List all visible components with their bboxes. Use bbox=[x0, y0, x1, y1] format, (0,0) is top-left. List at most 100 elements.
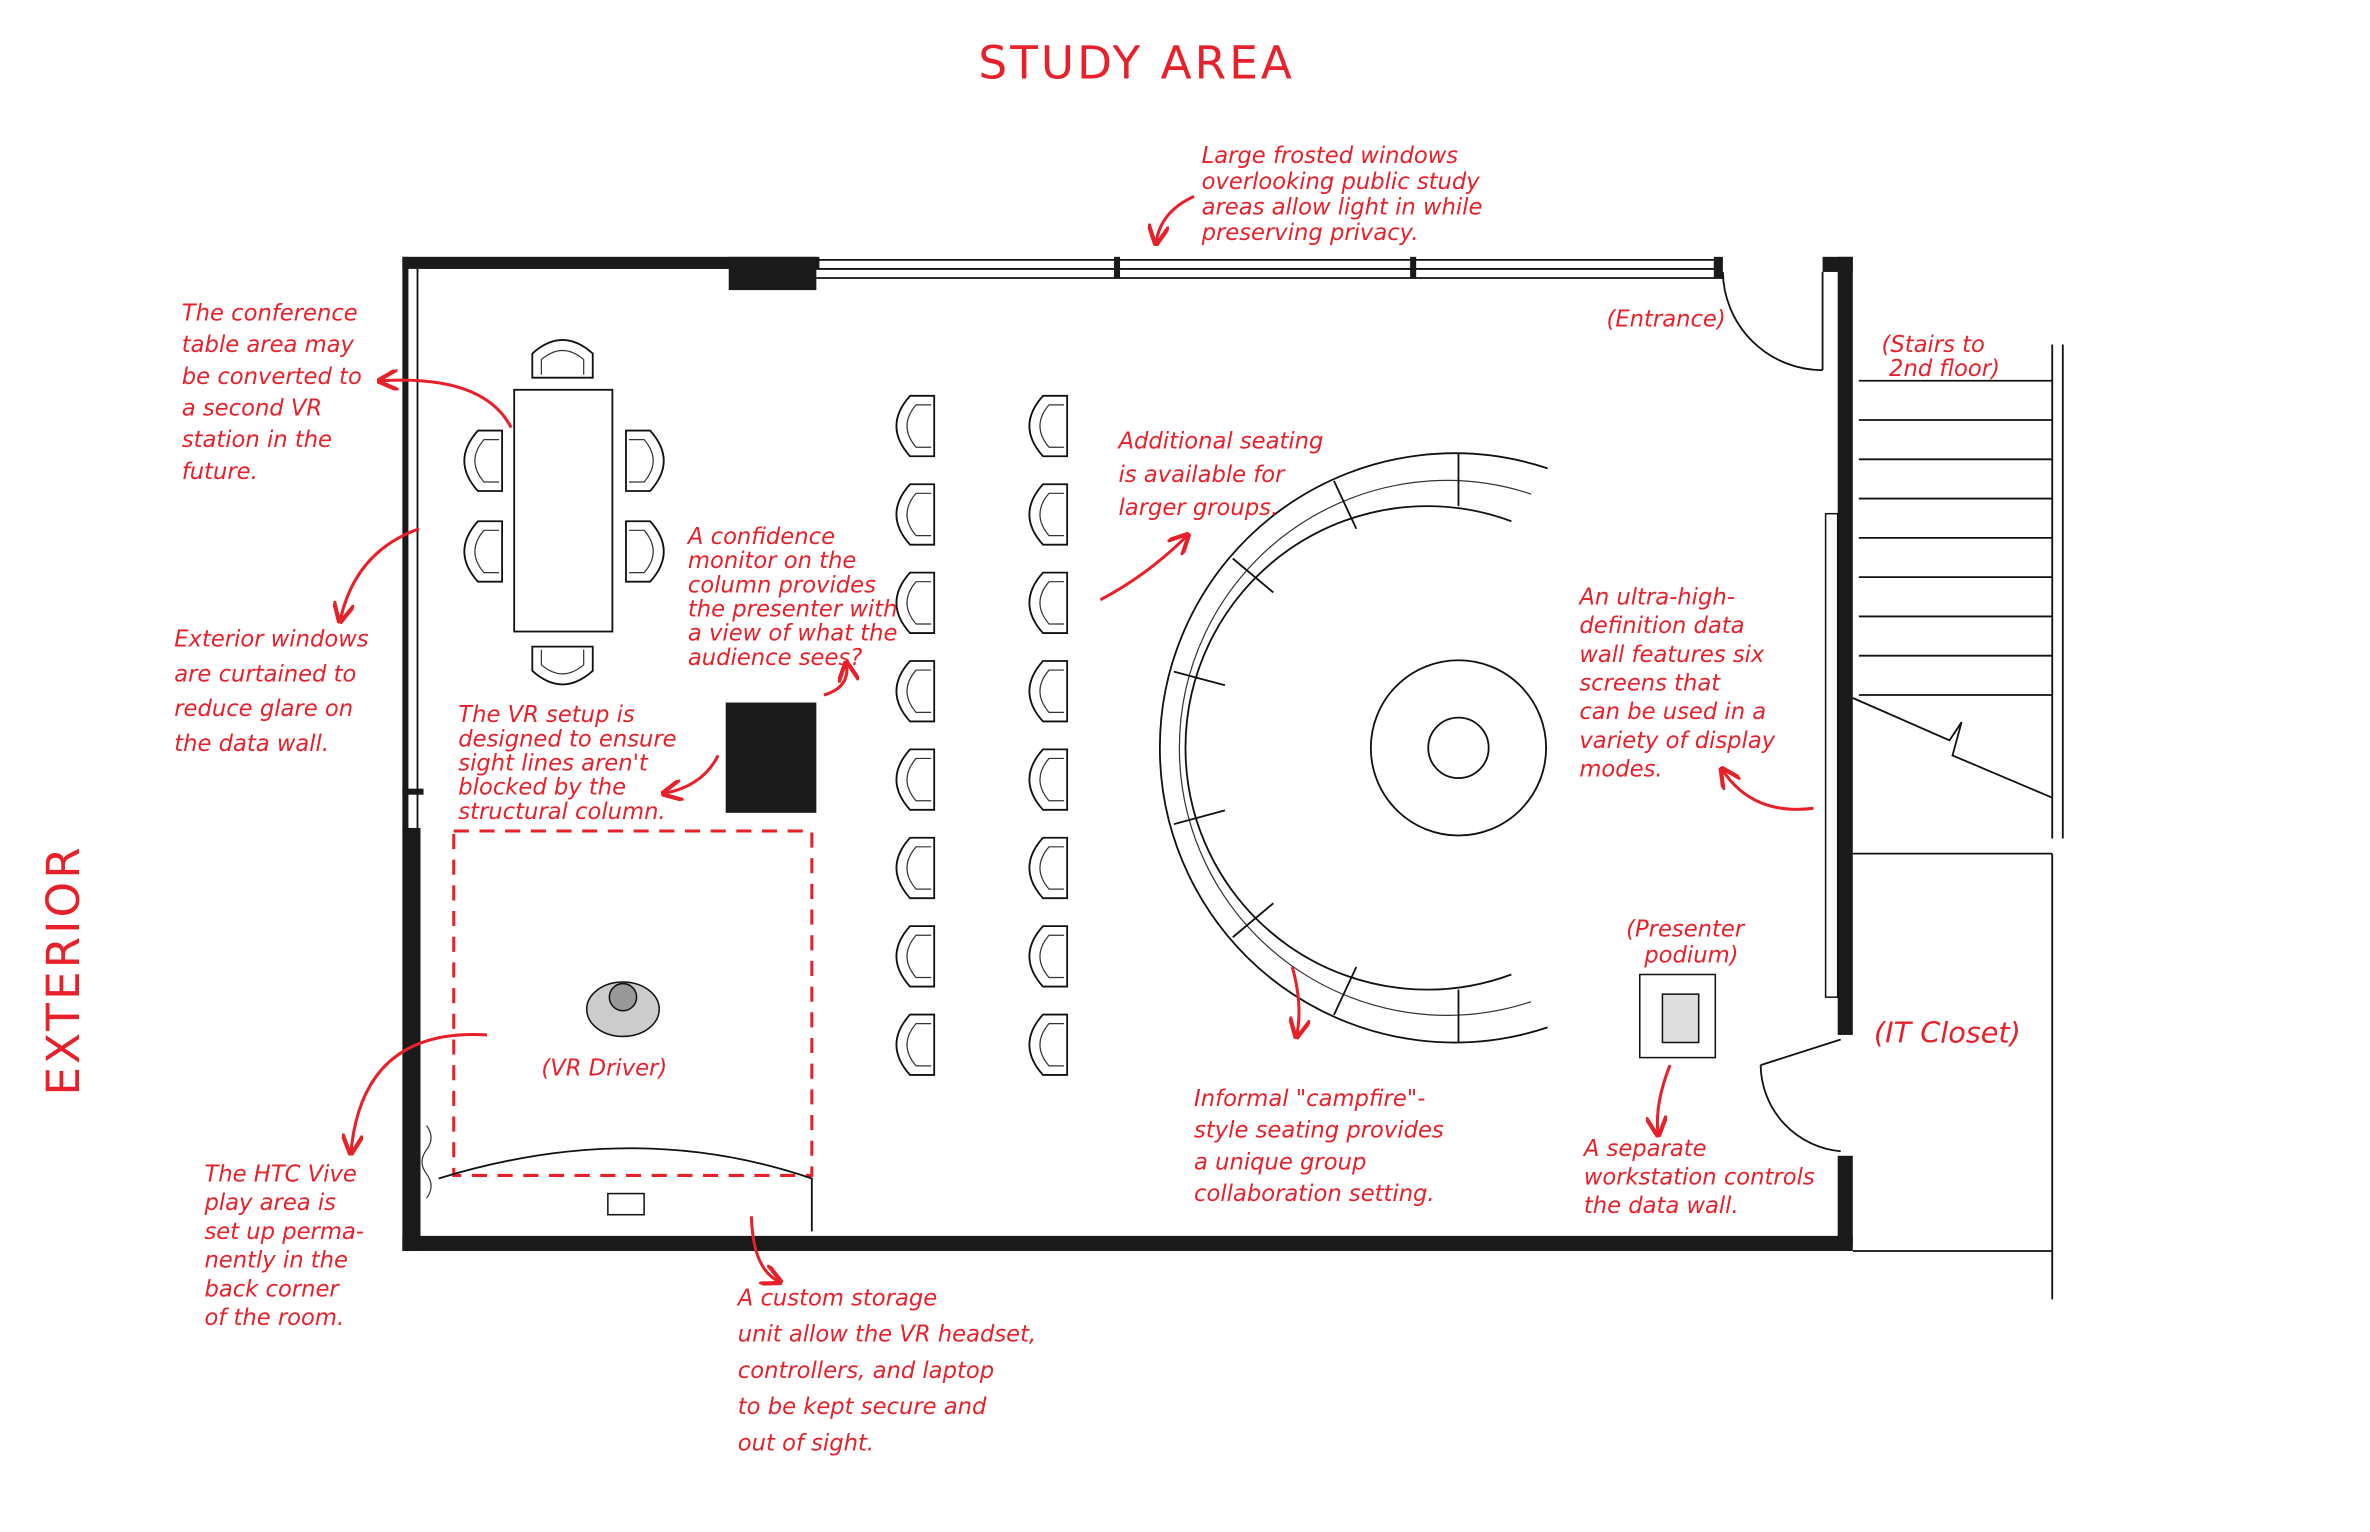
conference-table bbox=[513, 388, 614, 633]
annotation-line: station in the bbox=[182, 427, 332, 453]
chair-icon bbox=[1028, 394, 1069, 458]
annotation-line: overlooking public study bbox=[1202, 169, 1481, 195]
annotation-line: set up perma- bbox=[204, 1219, 364, 1245]
annotation-line: A custom storage bbox=[736, 1285, 937, 1311]
annotation-line: back corner bbox=[204, 1276, 340, 1302]
annotation-line: audience sees? bbox=[688, 645, 862, 671]
page-title: STUDY AREA bbox=[978, 37, 1294, 90]
annotation-campfire-seating: Informal "campfire"- style seating provid… bbox=[1194, 1086, 1444, 1207]
room-walls bbox=[402, 256, 1853, 1251]
entrance-door bbox=[1721, 271, 1824, 372]
annotation-line: preserving privacy. bbox=[1201, 220, 1419, 246]
annotation-line: wall features six bbox=[1579, 642, 1765, 668]
annotation-line: be converted to bbox=[182, 364, 362, 390]
chair-icon bbox=[895, 571, 936, 634]
annotation-additional-seating: Additional seating is available for larger… bbox=[1117, 429, 1324, 521]
annotation-line: structural column. bbox=[458, 799, 665, 825]
chair-icon bbox=[531, 645, 594, 686]
arrow-icon bbox=[351, 1032, 488, 1151]
annotation-line: out of sight. bbox=[738, 1430, 874, 1456]
curtain bbox=[421, 1125, 432, 1199]
chair-icon bbox=[1028, 836, 1069, 900]
chair-icon bbox=[625, 429, 665, 492]
chair-icon bbox=[1028, 660, 1069, 723]
vr-driver-label: (VR Driver) bbox=[541, 1056, 667, 1082]
arrow-icon bbox=[1723, 771, 1814, 811]
annotation-line: Informal "campfire"- bbox=[1194, 1086, 1425, 1112]
arrow-icon bbox=[1292, 966, 1299, 1035]
annotation-line: monitor on the bbox=[688, 548, 856, 574]
chair-icon bbox=[531, 339, 594, 379]
stairs-label-1: (Stairs to bbox=[1882, 332, 1985, 358]
arrow-icon bbox=[381, 380, 513, 429]
annotation-line: style seating provides bbox=[1194, 1118, 1444, 1144]
annotation-line: An ultra-high- bbox=[1577, 584, 1735, 610]
annotation-line: workstation controls bbox=[1584, 1165, 1815, 1191]
seat-divider bbox=[1333, 966, 1358, 1016]
annotation-storage-unit: A custom storage unit allow the VR headse… bbox=[736, 1285, 1036, 1456]
annotation-line: nently in the bbox=[204, 1248, 347, 1274]
annotation-line: Exterior windows bbox=[174, 627, 368, 653]
arrow-icon bbox=[1099, 536, 1186, 602]
annotation-arrows bbox=[340, 195, 1814, 1281]
vr-play-area bbox=[452, 829, 814, 1177]
structural-column bbox=[725, 702, 817, 813]
annotation-line: larger groups. bbox=[1119, 495, 1279, 521]
annotation-line: the data wall. bbox=[1584, 1193, 1739, 1219]
chairs bbox=[463, 339, 1069, 1076]
entrance-label: (Entrance) bbox=[1607, 306, 1726, 332]
annotation-line: is available for bbox=[1119, 462, 1287, 488]
annotation-data-wall: An ultra-high-definition data wall featur… bbox=[1577, 584, 1775, 782]
chair-icon bbox=[895, 1013, 936, 1076]
annotation-line: The VR setup is bbox=[458, 702, 635, 728]
annotation-line: controllers, and laptop bbox=[738, 1358, 994, 1384]
arrow-icon bbox=[749, 1216, 778, 1281]
arrow-icon bbox=[665, 754, 720, 793]
annotation-line: A confidence bbox=[686, 524, 835, 550]
annotation-line: column provides bbox=[688, 572, 876, 598]
annotation-line: a unique group bbox=[1194, 1149, 1366, 1175]
arrow-icon bbox=[1657, 1064, 1672, 1133]
chair-icon bbox=[895, 748, 936, 811]
seat-divider bbox=[1232, 557, 1274, 594]
data-wall-screens bbox=[1824, 512, 1839, 998]
annotation-line: the presenter with bbox=[688, 596, 898, 622]
annotation-line: the data wall. bbox=[174, 731, 329, 757]
annotation-line: The conference bbox=[182, 300, 358, 326]
workstation-icon bbox=[1661, 993, 1700, 1044]
annotation-line: Additional seating bbox=[1117, 429, 1324, 455]
annotation-line: a second VR bbox=[182, 395, 322, 421]
annotation-line: future. bbox=[182, 459, 258, 485]
annotation-line: modes. bbox=[1579, 757, 1662, 783]
annotation-line: play area is bbox=[203, 1190, 336, 1216]
seat-divider bbox=[1232, 902, 1274, 938]
arrow-icon bbox=[1156, 195, 1195, 241]
chair-icon bbox=[1028, 748, 1069, 811]
annotation-line: unit allow the VR headset, bbox=[738, 1322, 1036, 1348]
chair-icon bbox=[625, 520, 665, 583]
chair-icon bbox=[895, 836, 936, 900]
podium-label-2: podium) bbox=[1643, 942, 1738, 968]
annotation-line: a view of what the bbox=[688, 621, 898, 647]
annotation-line: screens that bbox=[1579, 670, 1721, 696]
annotation-line: A separate bbox=[1582, 1136, 1707, 1162]
annotation-line: designed to ensure bbox=[458, 726, 676, 752]
storage-unit bbox=[438, 1147, 813, 1232]
annotation-line: collaboration setting. bbox=[1194, 1181, 1435, 1207]
annotation-line: areas allow light in while bbox=[1202, 195, 1483, 221]
annotation-line: definition data bbox=[1579, 613, 1744, 639]
seat-divider bbox=[1173, 809, 1226, 825]
stairs bbox=[1852, 344, 2064, 1300]
chair-icon bbox=[1028, 483, 1069, 546]
chair-icon bbox=[463, 429, 504, 492]
it-closet-door bbox=[1759, 1038, 1841, 1153]
annotation-line: to be kept secure and bbox=[738, 1394, 987, 1420]
